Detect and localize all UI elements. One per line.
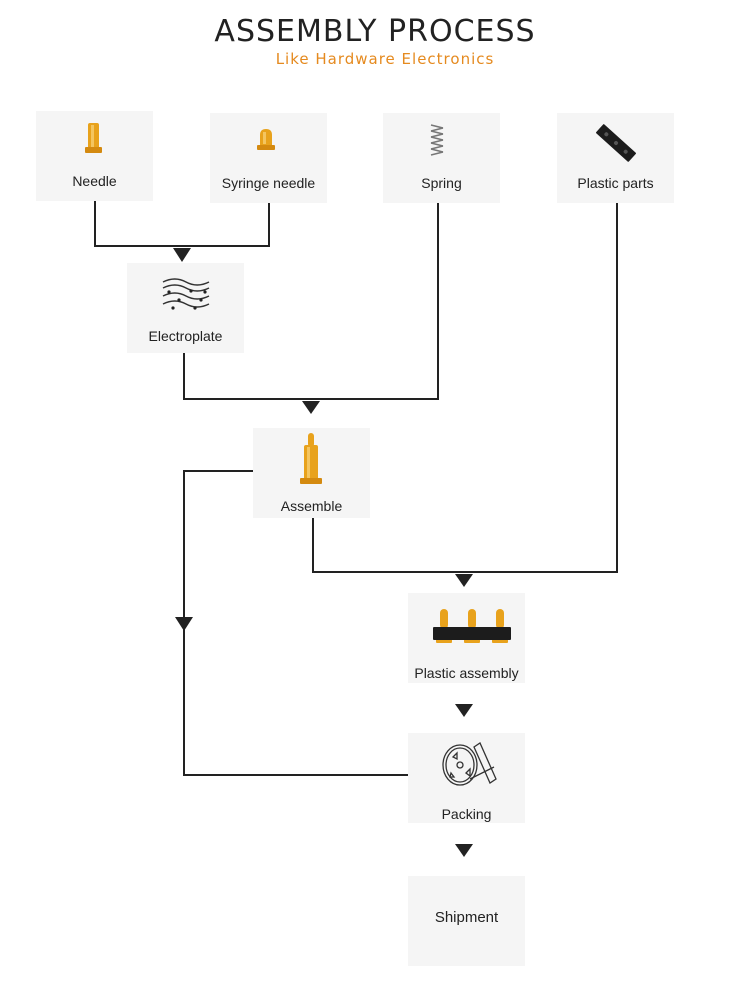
arrow-to-plastic-assembly bbox=[455, 574, 473, 587]
page-subtitle: Like Hardware Electronics bbox=[275, 50, 495, 68]
node-assemble: Assemble bbox=[253, 428, 370, 518]
connector-assemble-plastic bbox=[312, 201, 618, 573]
arrow-to-packing bbox=[455, 704, 473, 717]
arrow-down-left-loop bbox=[175, 617, 193, 631]
electroplate-icon bbox=[162, 278, 210, 310]
node-electroplate: Electroplate bbox=[127, 263, 244, 353]
plastic-parts-icon bbox=[596, 124, 636, 162]
connector-needle-electroplate bbox=[94, 199, 270, 247]
node-label: Syringe needle bbox=[221, 175, 316, 191]
node-label: Plastic assembly bbox=[414, 665, 519, 681]
arrow-to-electroplate bbox=[173, 248, 191, 262]
arrow-to-assemble bbox=[302, 401, 320, 414]
node-label: Assemble bbox=[280, 498, 343, 514]
tape-reel-icon bbox=[442, 742, 497, 786]
arrow-to-shipment bbox=[455, 844, 473, 857]
node-needle: Needle bbox=[36, 111, 153, 201]
node-label: Packing bbox=[441, 806, 492, 822]
node-label: Shipment bbox=[434, 909, 499, 926]
connector-electroplate-spring bbox=[183, 201, 439, 400]
node-label: Plastic parts bbox=[577, 175, 654, 191]
node-plastic-assembly: Plastic assembly bbox=[408, 593, 525, 683]
node-spring: Spring bbox=[383, 113, 500, 203]
node-packing: Packing bbox=[408, 733, 525, 823]
spring-icon bbox=[430, 124, 444, 156]
node-shipment: Shipment bbox=[408, 876, 525, 966]
node-label: Needle bbox=[72, 173, 117, 189]
node-plastic-parts: Plastic parts bbox=[557, 113, 674, 203]
node-label: Spring bbox=[421, 175, 462, 191]
syringe-needle-icon bbox=[257, 129, 275, 150]
pogo-pin-icon bbox=[300, 433, 322, 484]
pin-strip-icon bbox=[433, 609, 511, 643]
node-label: Electroplate bbox=[148, 328, 223, 344]
needle-icon bbox=[85, 123, 102, 153]
node-syringe-needle: Syringe needle bbox=[210, 113, 327, 203]
page-title: ASSEMBLY PROCESS bbox=[214, 14, 536, 49]
